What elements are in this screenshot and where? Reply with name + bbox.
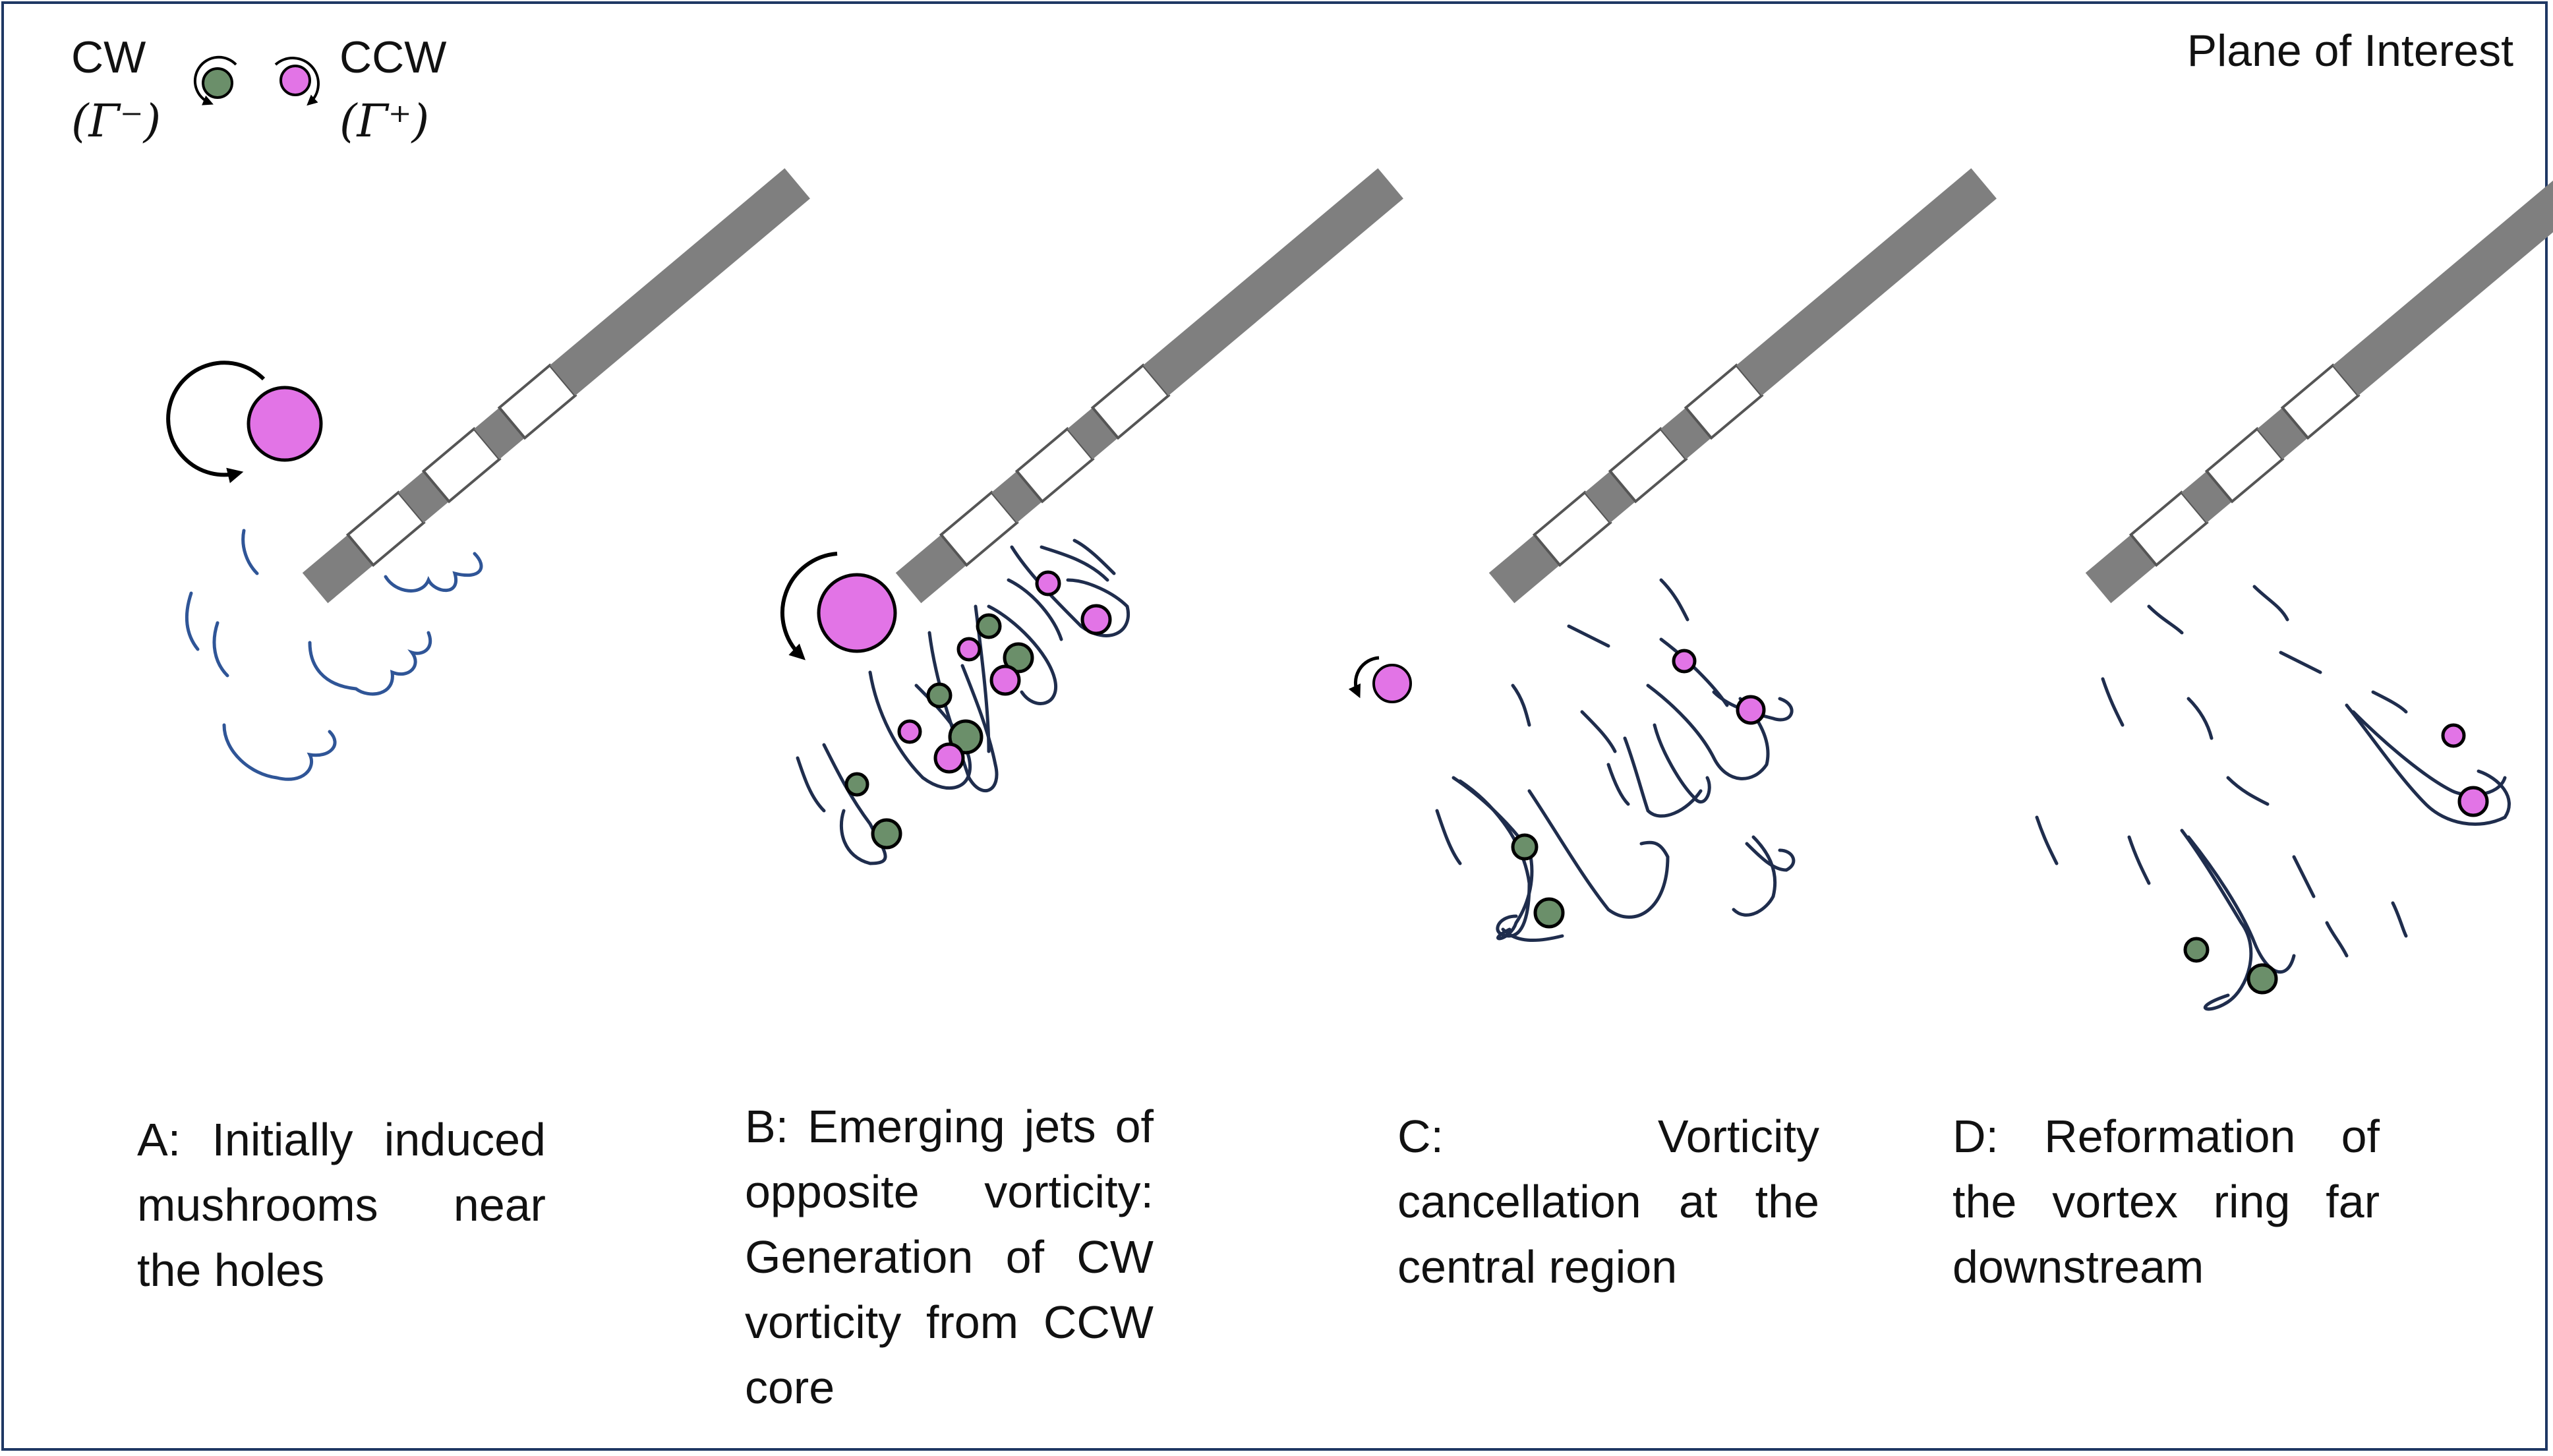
panel-d-caption: D: Reformation of the vortex ring far do… — [1952, 1111, 2380, 1293]
plane-of-interest-title: Plane of Interest — [2186, 26, 2513, 76]
legend-ccw-marker — [274, 57, 320, 106]
legend-cw-label: CW — [71, 32, 146, 82]
panel-c-ccw-vortices — [1672, 649, 1766, 725]
panel-a-ccw-vortex — [247, 386, 323, 462]
panel-c-caption: C: Vorticity cancellation at the central… — [1397, 1111, 1819, 1293]
legend-ccw-label: CCW — [339, 32, 447, 82]
panel-d-streamlines — [2035, 585, 2511, 1011]
panel-c-streamlines — [1435, 578, 1796, 943]
panel-d-drawing — [2035, 167, 2553, 1011]
panel-a-caption: A: Initially induced mushrooms near the … — [137, 1114, 546, 1296]
legend-cw-symbol: (Γ⁻) — [71, 96, 161, 148]
panel-b-cw-vortices — [844, 613, 1034, 850]
panel-b-jets — [796, 539, 1130, 865]
panel-a-ccw-arrow — [166, 361, 266, 484]
panel-c-cw-vortices — [1511, 833, 1565, 929]
panel-b-ccw-vortices — [897, 570, 1112, 774]
legend-cw-marker — [193, 55, 237, 105]
panel-c-drawing — [1348, 167, 1998, 943]
panel-b-drawing — [780, 167, 1405, 865]
legend-ccw-symbol: (Γ⁺) — [339, 96, 430, 148]
panel-d-ccw-vortices — [2441, 723, 2489, 817]
panel-b-ccw-arrow — [780, 552, 838, 660]
panel-a-drawing — [166, 167, 811, 781]
panel-a-mushrooms — [185, 529, 483, 781]
panel-c-ccw-arrow — [1348, 656, 1380, 699]
panel-c-ccw-vortex — [1372, 664, 1412, 703]
panel-b-ccw-vortex — [817, 573, 897, 653]
panel-d-cw-vortices — [2183, 937, 2278, 995]
panel-b-caption: B: Emerging jets of opposite vorticity: … — [745, 1101, 1154, 1413]
